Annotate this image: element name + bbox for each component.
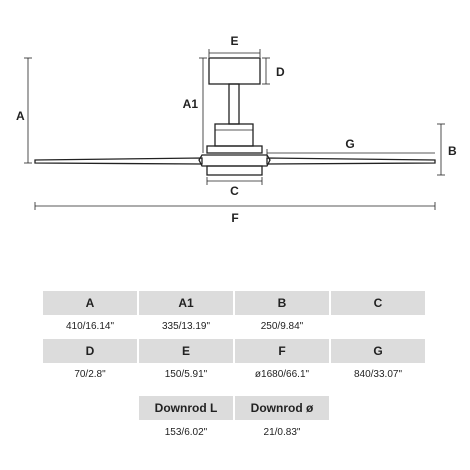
header-e: E — [139, 339, 233, 363]
header-a1: A1 — [139, 291, 233, 315]
header-d: D — [43, 339, 137, 363]
bottom-cap-shape — [206, 165, 263, 176]
value-a1: 335/13.19" — [161, 320, 211, 332]
label-b: B — [448, 144, 457, 158]
label-a: A — [16, 109, 25, 123]
value-downrod-length: 153/6.02" — [164, 426, 208, 438]
header-downrod-length: Downrod L — [139, 396, 233, 420]
value-g: 840/33.07" — [353, 368, 403, 380]
header-a: A — [43, 291, 137, 315]
value-c — [331, 318, 425, 334]
value-e: 150/5.91" — [164, 368, 208, 380]
header-c: C — [331, 291, 425, 315]
header-g: G — [331, 339, 425, 363]
label-g: G — [345, 137, 354, 151]
label-e: E — [230, 34, 238, 48]
ceiling-fan-dimension-diagram: E D A1 A G B C F — [16, 34, 457, 225]
label-c: C — [230, 184, 239, 198]
label-f: F — [231, 211, 238, 225]
label-d: D — [276, 65, 285, 79]
header-downrod-diameter: Downrod ø — [235, 396, 329, 420]
header-f: F — [235, 339, 329, 363]
label-a1: A1 — [183, 97, 199, 111]
header-b: B — [235, 291, 329, 315]
value-d: 70/2.8" — [74, 368, 106, 380]
blade-right-shape — [266, 157, 436, 165]
value-a: 410/16.14" — [65, 320, 115, 332]
motor-ring-upper — [206, 145, 263, 154]
value-downrod-diameter: 21/0.83" — [263, 426, 301, 438]
blade-left-shape — [34, 157, 203, 165]
value-b: 250/9.84" — [260, 320, 304, 332]
value-f: ø1680/66.1" — [254, 368, 310, 380]
